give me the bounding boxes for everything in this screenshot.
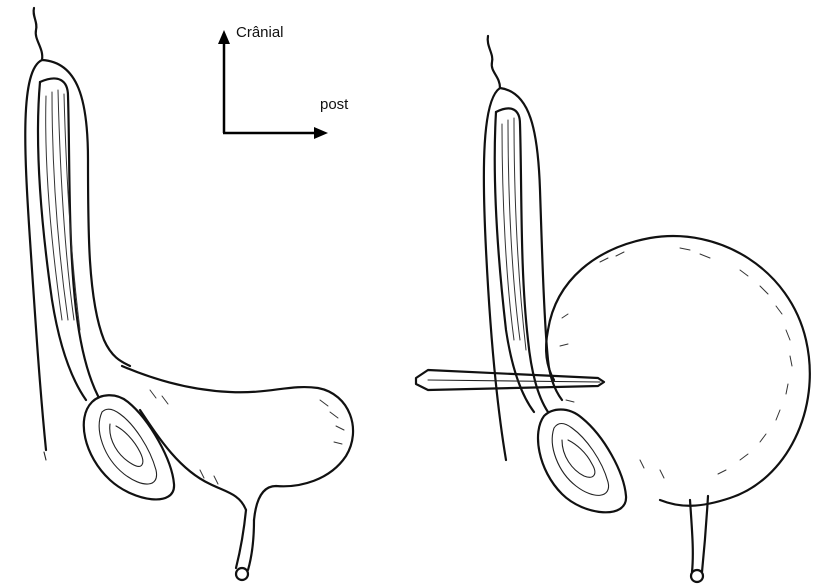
right-sphere-hatch bbox=[616, 252, 624, 256]
right-sphere-hatch bbox=[740, 454, 748, 460]
right-illustration bbox=[416, 36, 810, 582]
right-stalk-back bbox=[702, 496, 708, 572]
cranial-label: Crânial bbox=[236, 24, 284, 41]
left-sac-hatch bbox=[150, 390, 156, 398]
left-illustration bbox=[25, 8, 353, 580]
left-sac-hatch bbox=[336, 426, 344, 430]
right-sphere-hatch bbox=[660, 470, 664, 478]
left-lower-oval-core bbox=[110, 424, 143, 466]
right-sphere-hatch bbox=[760, 286, 768, 294]
right-sphere-outline bbox=[548, 236, 810, 506]
left-lobe-hatch-4 bbox=[64, 94, 80, 330]
left-sac-hatch bbox=[330, 412, 338, 418]
left-lobe-hatch-2 bbox=[52, 92, 68, 320]
right-stalk-tip bbox=[691, 570, 703, 582]
right-sphere-hatch bbox=[560, 344, 568, 346]
needle-lumen bbox=[428, 380, 600, 382]
left-sac-hatch bbox=[162, 396, 168, 404]
right-sphere-hatch bbox=[718, 470, 726, 474]
left-sac-hatch bbox=[200, 470, 204, 478]
left-stalk-back bbox=[248, 520, 254, 570]
right-sphere-hatch bbox=[680, 248, 690, 250]
right-inner-lobe-back bbox=[496, 108, 548, 412]
right-upper-cord bbox=[488, 36, 500, 88]
right-sphere-hatch bbox=[786, 384, 788, 394]
right-sphere-hatch bbox=[562, 314, 568, 318]
posterior-arrowhead bbox=[314, 127, 328, 139]
left-stalk-tip bbox=[236, 568, 248, 580]
right-sphere-hatch bbox=[760, 434, 766, 442]
left-lobe-hatch-3 bbox=[58, 90, 74, 320]
left-lower-oval bbox=[84, 395, 174, 499]
right-sphere-hatch bbox=[640, 460, 644, 468]
left-sac-hatch bbox=[334, 442, 342, 444]
left-stray-mark bbox=[44, 452, 46, 460]
left-sac-outline-lower bbox=[140, 410, 246, 510]
right-sphere-hatch bbox=[740, 270, 748, 276]
left-sac-hatch bbox=[320, 400, 328, 406]
right-sphere-hatch bbox=[566, 400, 574, 402]
right-lower-oval bbox=[538, 410, 626, 513]
left-stalk-front bbox=[236, 510, 246, 568]
left-sac-hatch bbox=[214, 476, 218, 484]
right-lower-oval-inner bbox=[552, 424, 608, 496]
right-sphere-hatch bbox=[776, 410, 780, 420]
left-body-front-outline bbox=[25, 60, 46, 450]
orientation-axes: Crânial post bbox=[218, 24, 349, 139]
right-stalk-front bbox=[690, 500, 693, 572]
right-sphere-hatch bbox=[776, 306, 782, 314]
right-sphere-hatch bbox=[600, 258, 608, 262]
right-sphere-front-edge bbox=[546, 330, 554, 380]
posterior-label: post bbox=[320, 96, 349, 113]
right-sphere-hatch bbox=[786, 330, 790, 340]
right-sphere-hatch bbox=[790, 356, 792, 366]
cranial-arrowhead bbox=[218, 30, 230, 44]
right-sphere-hatch bbox=[700, 254, 710, 258]
left-inner-lobe-front bbox=[38, 82, 86, 400]
left-upper-cord bbox=[34, 8, 43, 60]
